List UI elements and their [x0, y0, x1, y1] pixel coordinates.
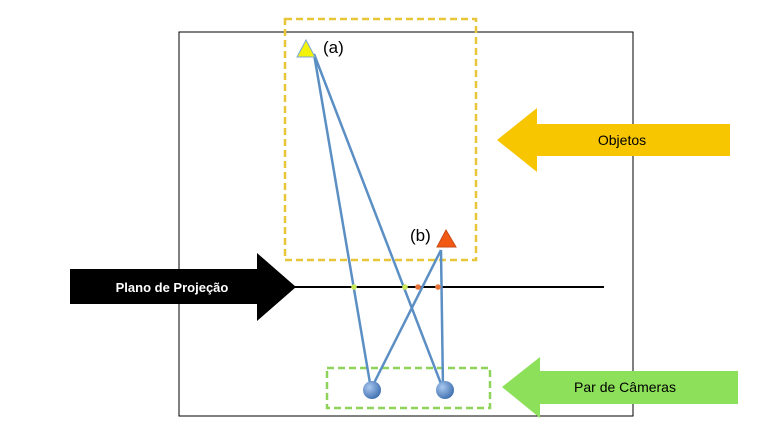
- sphere-icon: [436, 381, 454, 399]
- scene-frame: [178, 31, 634, 417]
- ray-a-right-camera: [312, 53, 445, 390]
- objects-box: [283, 17, 478, 262]
- triangle-icon: [436, 228, 457, 248]
- cameras-arrow: Par de Câmeras: [502, 357, 738, 418]
- object-a-label: (a): [323, 38, 344, 57]
- object-b-label: (b): [410, 226, 431, 245]
- projection-rays: [312, 53, 445, 390]
- projection-point-b-right: [435, 284, 441, 290]
- ray-b-left-camera: [369, 249, 443, 390]
- projection-point-b-left: [415, 284, 421, 290]
- ray-a-left-camera: [312, 53, 373, 390]
- objects-arrow-label: Objetos: [598, 132, 646, 148]
- projection-point-a-left: [351, 284, 357, 290]
- projection-plane-arrow: Plano de Projeção: [70, 253, 296, 321]
- projection-plane-arrow-label: Plano de Projeção: [116, 280, 229, 295]
- triangle-icon: [296, 38, 316, 58]
- projection-point-a-right: [402, 284, 408, 290]
- objects-arrow: Objetos: [497, 108, 730, 172]
- sphere-icon: [363, 381, 381, 399]
- ray-b-right-camera: [439, 249, 445, 390]
- cameras-box: [325, 366, 492, 410]
- cameras-arrow-label: Par de Câmeras: [574, 379, 676, 395]
